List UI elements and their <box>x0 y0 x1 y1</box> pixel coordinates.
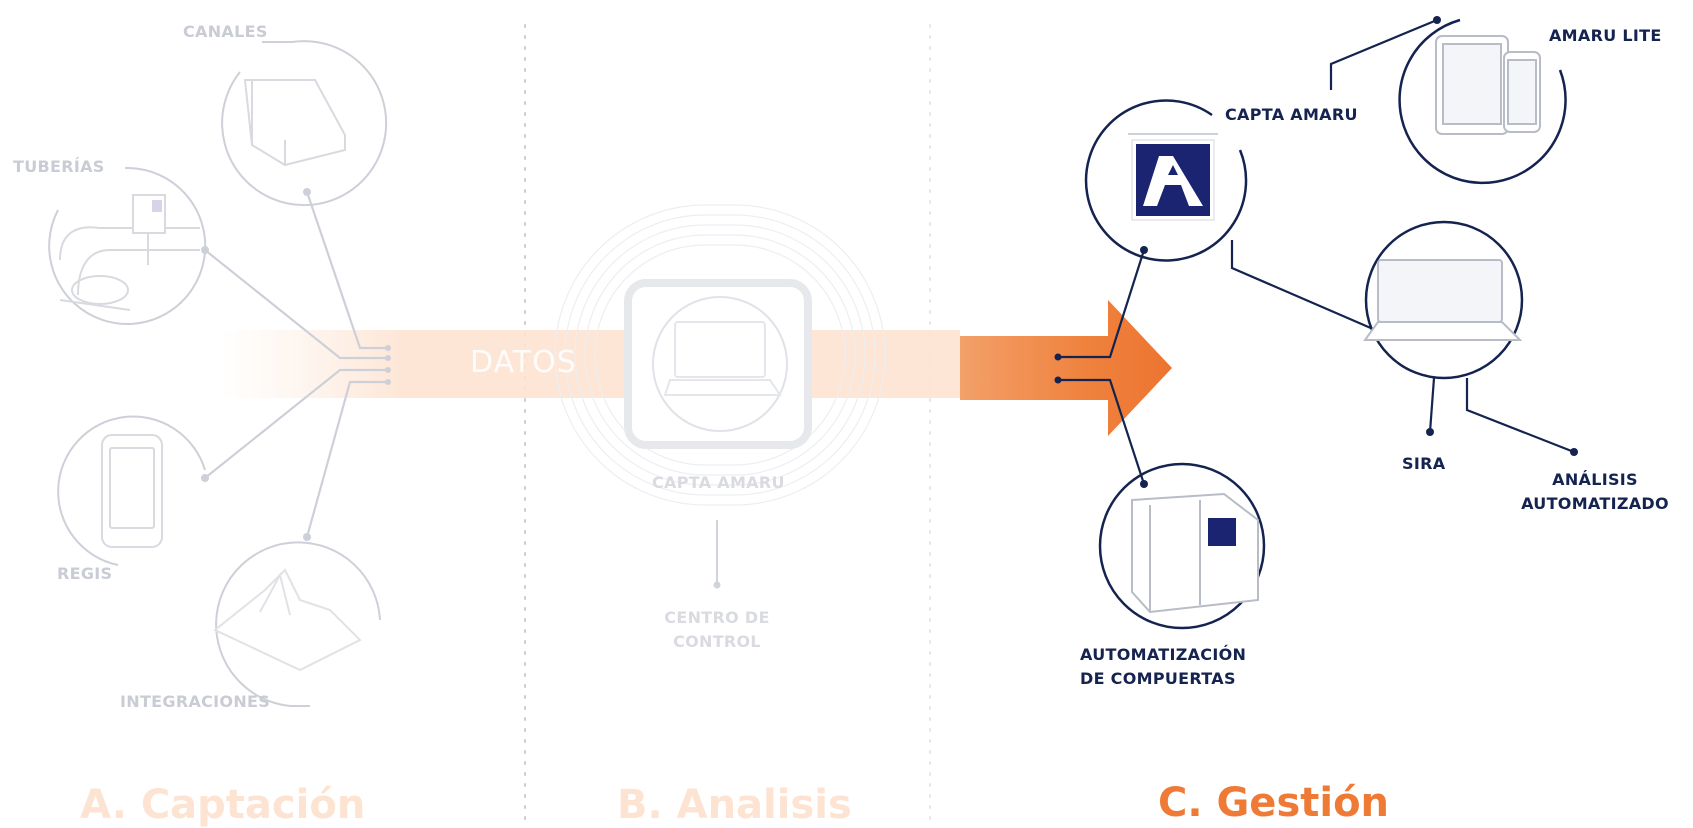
canales-icon <box>243 79 346 167</box>
gestion-connectors <box>1058 18 1575 485</box>
integraciones-ring <box>215 541 381 707</box>
centro-line-2: CONTROL <box>673 632 761 651</box>
datos-band <box>220 330 960 398</box>
automatizacion-line-2: DE COMPUERTAS <box>1080 669 1236 688</box>
analisis-line-2: AUTOMATIZADO <box>1521 494 1669 513</box>
compuertas-cabinet-icon <box>1131 492 1259 614</box>
analisis-line-1: ANÁLISIS <box>1552 470 1638 489</box>
label-amaru-lite: AMARU LITE <box>1549 26 1662 45</box>
compuertas-ring <box>1098 462 1266 630</box>
label-automatizacion-compuertas: AUTOMATIZACIÓN DE COMPUERTAS <box>1080 643 1246 691</box>
label-tuberias: TUBERÍAS <box>13 157 105 176</box>
section-c-gestion: C. Gestión <box>1158 780 1390 826</box>
tuberias-ring <box>48 167 207 325</box>
analysis-glow <box>554 204 886 506</box>
sira-ring <box>1364 220 1524 380</box>
sira-laptop-icon <box>1363 259 1523 341</box>
label-analisis-capta-amaru: CAPTA AMARU <box>652 473 785 492</box>
section-b-analisis: B. Analisis <box>617 782 852 828</box>
label-capta-amaru: CAPTA AMARU <box>1225 105 1358 124</box>
capta-amaru-ring <box>1084 99 1248 262</box>
gestion-arrow <box>960 300 1172 436</box>
automatizacion-line-1: AUTOMATIZACIÓN <box>1080 645 1247 664</box>
compuertas-brand-badge <box>1208 518 1236 546</box>
label-integraciones: INTEGRACIONES <box>120 692 271 711</box>
label-analisis-automatizado: ANÁLISIS AUTOMATIZADO <box>1510 468 1680 516</box>
label-regis: REGIS <box>57 564 113 583</box>
canales-ring <box>221 40 388 207</box>
integraciones-icon <box>213 568 362 672</box>
label-sira: SIRA <box>1402 454 1446 473</box>
section-a-captacion: A. Captación <box>80 782 366 828</box>
regis-phone-icon <box>101 434 163 548</box>
amaru-lite-devices-icon <box>1435 35 1541 135</box>
label-canales: CANALES <box>183 22 268 41</box>
datos-label: DATOS <box>470 345 577 380</box>
analysis-laptop-icon <box>663 321 782 396</box>
amaru-lite-ring <box>1398 18 1567 185</box>
label-centro-de-control: CENTRO DE CONTROL <box>632 606 802 654</box>
analysis-laptop-circle <box>652 296 788 432</box>
tuberias-icon <box>59 194 200 311</box>
centro-line-1: CENTRO DE <box>664 608 770 627</box>
captacion-connectors <box>204 191 388 538</box>
regis-ring <box>57 415 206 566</box>
